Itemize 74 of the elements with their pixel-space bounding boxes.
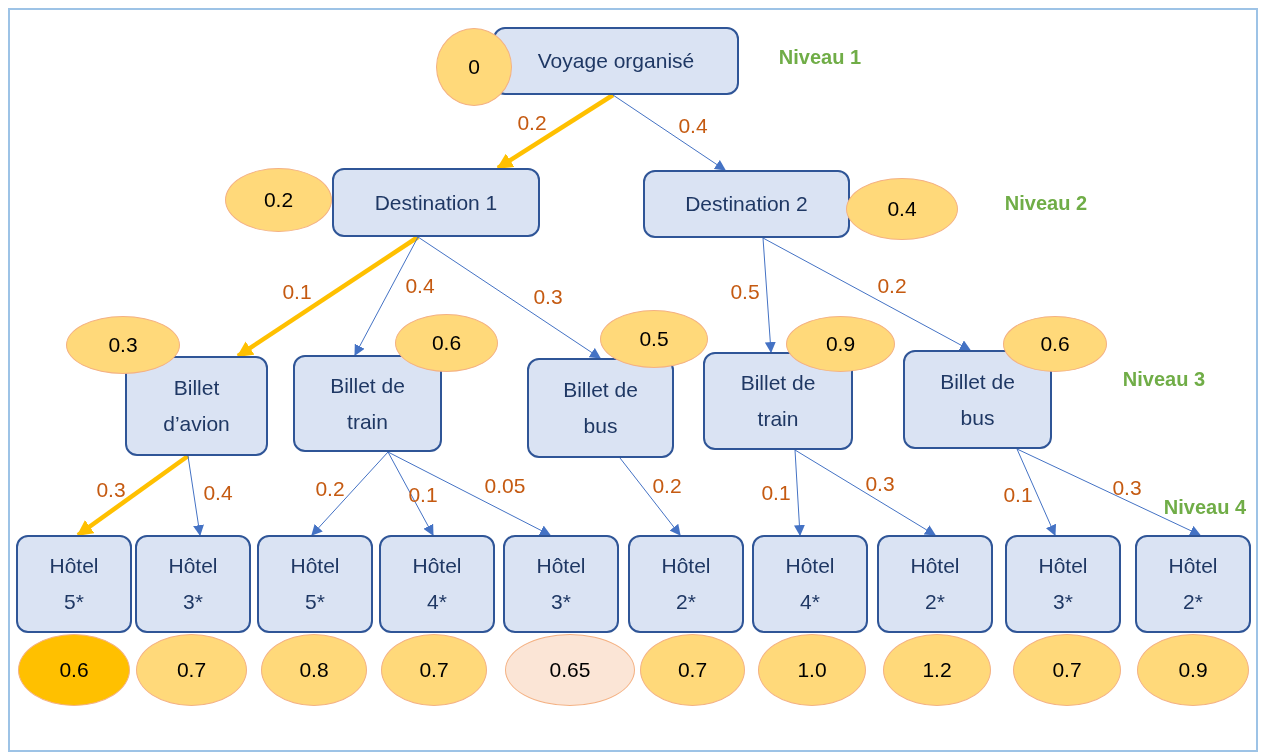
- edge-label: 0.2: [652, 474, 682, 496]
- value-ellipse: 0.4: [846, 178, 958, 240]
- value-ellipse: 0.5: [600, 310, 708, 368]
- rounded-box: Destination 2: [643, 170, 850, 238]
- edge-label: 0.4: [405, 274, 435, 296]
- edge-label: 0.3: [865, 472, 895, 494]
- rounded-box: Hôtel 4*: [379, 535, 495, 633]
- value-ellipse: 0.65: [505, 634, 635, 706]
- arrow: [793, 449, 805, 537]
- value-ellipse: 1.0: [758, 634, 866, 706]
- value-ellipse: 0.6: [1003, 316, 1107, 372]
- arrow: [612, 94, 726, 171]
- arrow: [187, 455, 204, 537]
- level-label: Niveau 1: [778, 47, 862, 67]
- rounded-box: Hôtel 2*: [1135, 535, 1251, 633]
- value-ellipse: 0.7: [1013, 634, 1121, 706]
- arrow: [236, 235, 420, 358]
- edge-label: 0.2: [315, 477, 345, 499]
- level-label: Niveau 4: [1163, 497, 1247, 517]
- rounded-box: Hôtel 3*: [503, 535, 619, 633]
- value-ellipse: 0.3: [66, 316, 180, 374]
- edge-label: 0.05: [484, 474, 526, 496]
- rounded-box: Hôtel 3*: [135, 535, 251, 633]
- edge-label: 0.2: [517, 111, 547, 133]
- arrow: [354, 236, 419, 356]
- rounded-box: Billet d’avion: [125, 356, 268, 456]
- rounded-box: Billet de bus: [527, 358, 674, 458]
- rounded-box: Billet de bus: [903, 350, 1052, 449]
- value-ellipse: 1.2: [883, 634, 991, 706]
- value-ellipse: 0.7: [381, 634, 487, 706]
- arrow: [762, 237, 971, 351]
- arrow: [1016, 448, 1201, 536]
- rounded-box: Hôtel 5*: [16, 535, 132, 633]
- arrow: [417, 236, 601, 359]
- value-ellipse: 0.9: [786, 316, 895, 372]
- rounded-box: Billet de train: [703, 352, 853, 450]
- edge-label: 0.4: [203, 481, 233, 503]
- rounded-box: Destination 1: [332, 168, 540, 237]
- edge-label: 0.4: [678, 114, 708, 136]
- arrow: [387, 451, 551, 536]
- arrow: [387, 451, 434, 536]
- level-label: Niveau 2: [1004, 193, 1088, 213]
- arrow: [619, 457, 681, 536]
- rounded-box: Hôtel 2*: [877, 535, 993, 633]
- arrow: [1016, 448, 1057, 536]
- edge-label: 0.1: [282, 280, 312, 302]
- value-ellipse: 0.2: [225, 168, 332, 232]
- rounded-box: Hôtel 3*: [1005, 535, 1121, 633]
- value-ellipse: 0.7: [640, 634, 745, 706]
- edge-label: 0.3: [533, 285, 563, 307]
- edge-label: 0.5: [730, 280, 760, 302]
- value-ellipse: 0: [436, 28, 512, 106]
- value-ellipse: 0.8: [261, 634, 367, 706]
- rounded-box: Voyage organisé: [493, 27, 739, 95]
- edge-label: 0.1: [408, 483, 438, 505]
- arrow: [76, 454, 190, 537]
- edge-label: 0.1: [1003, 483, 1033, 505]
- edge-label: 0.2: [877, 274, 907, 296]
- rounded-box: Billet de train: [293, 355, 442, 452]
- edge-label: 0.3: [1112, 476, 1142, 498]
- arrow: [762, 237, 776, 354]
- rounded-box: Hôtel 5*: [257, 535, 373, 633]
- value-ellipse: 0.7: [136, 634, 247, 706]
- rounded-box: Hôtel 2*: [628, 535, 744, 633]
- edge-label: 0.1: [761, 481, 791, 503]
- level-label: Niveau 3: [1122, 369, 1206, 389]
- rounded-box: Hôtel 4*: [752, 535, 868, 633]
- value-ellipse: 0.6: [18, 634, 130, 706]
- arrow: [794, 449, 936, 536]
- arrow: [496, 93, 615, 170]
- value-ellipse: 0.9: [1137, 634, 1249, 706]
- arrow: [311, 451, 389, 536]
- edge-label: 0.3: [96, 478, 126, 500]
- value-ellipse: 0.6: [395, 314, 498, 372]
